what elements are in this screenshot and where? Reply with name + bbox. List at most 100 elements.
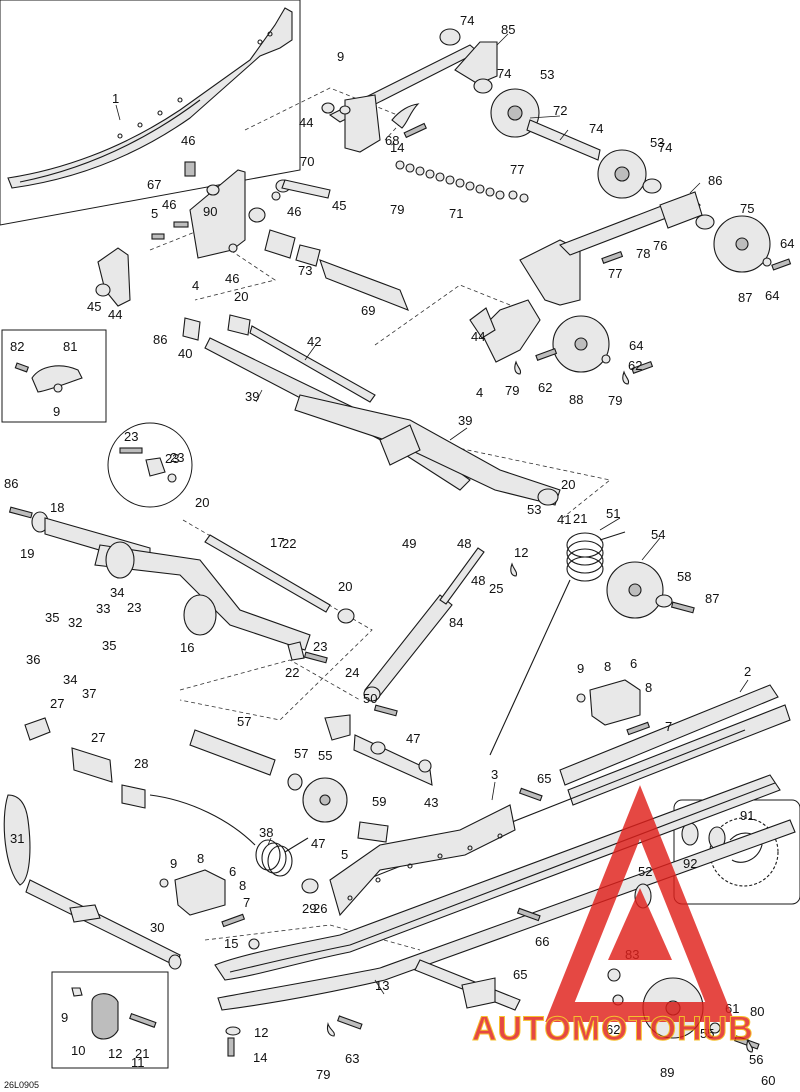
callout: 87 <box>705 591 719 606</box>
callout: 71 <box>449 206 463 221</box>
shock-absorber <box>363 547 485 702</box>
callout: 21 <box>135 1046 149 1061</box>
callout: 52 <box>638 864 652 879</box>
callout: 78 <box>636 246 650 261</box>
callout: 24 <box>345 665 359 680</box>
rail-plate-3 <box>329 804 516 917</box>
callout: 72 <box>553 103 567 118</box>
callout: 34 <box>63 672 77 687</box>
callout: 25 <box>489 581 503 596</box>
callout: 38 <box>259 825 273 840</box>
callout: 23 <box>127 600 141 615</box>
callout: 19 <box>20 546 34 561</box>
callout: 60 <box>761 1073 775 1088</box>
callout: 47 <box>406 731 420 746</box>
wheel-53 <box>606 561 695 619</box>
callout: 23 <box>313 639 327 654</box>
callout: 26 <box>313 901 327 916</box>
callout: 80 <box>750 1004 764 1019</box>
callout: 74 <box>658 140 672 155</box>
callout: 90 <box>203 204 217 219</box>
drawing-reference-code: 26L0905 <box>4 1080 39 1090</box>
callout: 15 <box>224 936 238 951</box>
callout: 31 <box>10 831 24 846</box>
callout: 20 <box>234 289 248 304</box>
callout: 12 <box>254 1025 268 1040</box>
callout: 86 <box>153 332 167 347</box>
callout: 42 <box>307 334 321 349</box>
callout: 86 <box>708 173 722 188</box>
callout: 68 <box>385 133 399 148</box>
callout: 57 <box>294 746 308 761</box>
callout: 44 <box>108 307 122 322</box>
callout: 23 <box>124 429 138 444</box>
callout: 36 <box>26 652 40 667</box>
callout: 79 <box>505 383 519 398</box>
callout: 54 <box>651 527 665 542</box>
callout: 47 <box>311 836 325 851</box>
rear-axle-assembly-right <box>469 191 792 374</box>
callout: 64 <box>780 236 794 251</box>
callout: 74 <box>497 66 511 81</box>
callout: 65 <box>513 967 527 982</box>
callout: 17 <box>270 535 284 550</box>
callout: 33 <box>96 601 110 616</box>
callout: 39 <box>245 389 259 404</box>
detail-box-80 <box>1 329 107 423</box>
callout: 9 <box>337 49 344 64</box>
callout: 8 <box>197 851 204 866</box>
callout: 37 <box>82 686 96 701</box>
callout: 9 <box>53 404 60 419</box>
callout: 1 <box>112 91 119 106</box>
front-bracket-group <box>95 161 331 307</box>
callout: 7 <box>665 719 672 734</box>
callout: 55 <box>700 1026 714 1041</box>
callout: 48 <box>471 573 485 588</box>
callout: 8 <box>604 659 611 674</box>
callout: 8 <box>645 680 652 695</box>
callout: 86 <box>4 476 18 491</box>
callout: 45 <box>87 299 101 314</box>
callout: 27 <box>91 730 105 745</box>
callout: 49 <box>402 536 416 551</box>
callout: 74 <box>589 121 603 136</box>
callout: 46 <box>162 197 176 212</box>
detail-box-22 <box>107 422 193 508</box>
callout: 76 <box>653 238 667 253</box>
watermark-text: AUTOMOTOHUB <box>472 1010 754 1048</box>
lower-left-parts <box>3 717 182 970</box>
callout: 84 <box>449 615 463 630</box>
callout: 45 <box>332 198 346 213</box>
callout: 30 <box>150 920 164 935</box>
callout: 74 <box>460 13 474 28</box>
callout: 46 <box>287 204 301 219</box>
callout: 5 <box>341 847 348 862</box>
callout: 12 <box>514 545 528 560</box>
middle-arm-group <box>8 506 355 664</box>
callout: 44 <box>471 329 485 344</box>
callout: 77 <box>510 162 524 177</box>
callout: 27 <box>50 696 64 711</box>
callout: 46 <box>225 271 239 286</box>
callout: 92 <box>683 856 697 871</box>
callout: 34 <box>110 585 124 600</box>
callout: 39 <box>458 413 472 428</box>
callout: 57 <box>237 714 251 729</box>
callout: 22 <box>282 536 296 551</box>
callout: 59 <box>372 794 386 809</box>
callout: 9 <box>61 1010 68 1025</box>
front-shaft-group <box>182 229 561 506</box>
slide-rail-right <box>339 684 791 891</box>
callout: 75 <box>740 201 754 216</box>
callout: 35 <box>45 610 59 625</box>
callout-labels: 1 2 3 4 4 5 5 6 6 7 7 8 8 8 8 9 9 9 9 9 … <box>4 13 794 1088</box>
callout: 21 <box>573 511 587 526</box>
callout: 87 <box>738 290 752 305</box>
callout: 11 <box>131 1055 145 1070</box>
watermark-logo: AUTOMOTOHUB <box>472 785 754 1049</box>
callout: 3 <box>491 767 498 782</box>
callout: 8 <box>239 878 246 893</box>
callout: 14 <box>253 1050 267 1065</box>
callout: 62 <box>628 358 642 373</box>
callout: 69 <box>361 303 375 318</box>
